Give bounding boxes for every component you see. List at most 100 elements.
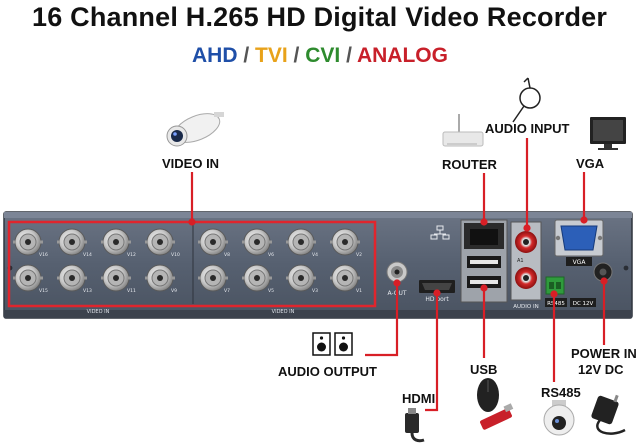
dot-video-in bbox=[188, 218, 196, 226]
bnc-channel-label: V16 bbox=[39, 252, 48, 258]
router-icon bbox=[442, 114, 484, 147]
bnc-nub bbox=[101, 276, 104, 280]
hdmi-cable-tip bbox=[408, 408, 416, 414]
usb-drive-tip bbox=[503, 403, 514, 413]
bnc-pin bbox=[69, 275, 75, 281]
callout-power-spec: 12V DC bbox=[578, 362, 624, 377]
bnc-connector: V8 bbox=[198, 228, 230, 258]
screw-right bbox=[623, 265, 629, 271]
format-tvi: TVI bbox=[255, 44, 288, 67]
bnc-connector: V4 bbox=[286, 228, 318, 258]
format-sep-2: / bbox=[287, 44, 306, 67]
speaker-right-tweeter bbox=[341, 336, 346, 340]
bnc-connector: V10 bbox=[145, 228, 180, 258]
bnc-nub bbox=[172, 240, 175, 244]
audio-in-ports bbox=[510, 221, 542, 301]
bnc-channel-label: V6 bbox=[268, 252, 274, 258]
bnc-nub bbox=[145, 240, 148, 244]
bnc-nub bbox=[286, 276, 289, 280]
panel-label-a1: A1 bbox=[517, 258, 524, 264]
bnc-connector: V14 bbox=[57, 228, 92, 258]
monitor-display bbox=[593, 120, 623, 141]
dc12v-label-plate bbox=[570, 298, 596, 307]
bnc-nub bbox=[242, 240, 245, 244]
bnc-nub bbox=[172, 276, 175, 280]
panel-label-vga: VGA bbox=[573, 259, 587, 266]
bnc-connector: V3 bbox=[286, 264, 318, 294]
bnc-nub bbox=[269, 276, 272, 280]
speaker-icon bbox=[312, 332, 353, 356]
camera-lens-glass bbox=[171, 130, 183, 142]
panel-label-video-in-left: VIDEO IN bbox=[87, 309, 110, 315]
format-line: AHD / TVI / CVI / ANALOG bbox=[0, 44, 640, 68]
bnc-connector: V2 bbox=[330, 228, 362, 258]
usb-mouse-icon bbox=[477, 378, 499, 412]
bnc-pin bbox=[25, 275, 31, 281]
ptz-lens bbox=[552, 416, 566, 430]
microphone-tip bbox=[523, 77, 529, 83]
bnc-nub bbox=[13, 240, 16, 244]
ptz-camera-icon bbox=[543, 400, 575, 436]
callout-vga: VGA bbox=[576, 156, 605, 171]
vga-screw-right bbox=[597, 235, 603, 241]
bnc-nub bbox=[357, 240, 360, 244]
bnc-nub bbox=[145, 276, 148, 280]
bnc-nub bbox=[225, 276, 228, 280]
bnc-connector: V13 bbox=[57, 264, 92, 294]
hdmi-slot bbox=[422, 283, 452, 290]
bnc-pin bbox=[210, 239, 216, 245]
bnc-channel-label: V5 bbox=[268, 288, 274, 294]
usb-port-lower-tongue bbox=[470, 280, 498, 284]
format-ahd: AHD bbox=[192, 44, 238, 67]
audio-in-jack-upper-center bbox=[523, 239, 529, 245]
bnc-channel-label: V9 bbox=[171, 288, 177, 294]
bnc-nub bbox=[225, 240, 228, 244]
bnc-connector: V11 bbox=[101, 264, 136, 294]
hdmi-cable-wire bbox=[410, 432, 425, 443]
panel-top-edge bbox=[4, 212, 632, 218]
callout-router: ROUTER bbox=[442, 157, 497, 172]
vga-label-plate bbox=[566, 257, 592, 266]
bnc-channel-label: V12 bbox=[127, 252, 136, 258]
bnc-pin bbox=[113, 239, 119, 245]
monitor-stand bbox=[604, 144, 612, 148]
ptz-mount bbox=[552, 400, 566, 406]
dot-rs485 bbox=[550, 290, 558, 298]
bnc-nub bbox=[242, 276, 245, 280]
dot-vga bbox=[580, 216, 588, 224]
callout-power-in: POWER IN bbox=[571, 346, 637, 361]
speaker-left-cone bbox=[317, 342, 326, 352]
bnc-channel-label: V13 bbox=[83, 288, 92, 294]
callout-usb: USB bbox=[470, 362, 498, 377]
bnc-nub bbox=[40, 240, 43, 244]
bnc-pin bbox=[157, 239, 163, 245]
bnc-channel-label: V8 bbox=[224, 252, 230, 258]
bnc-nub bbox=[286, 240, 289, 244]
bnc-nub bbox=[330, 276, 333, 280]
microphone-icon bbox=[512, 77, 541, 123]
dot-router bbox=[480, 218, 488, 226]
page-title: 16 Channel H.265 HD Digital Video Record… bbox=[32, 2, 608, 32]
monitor-base bbox=[598, 148, 618, 150]
vga-connector bbox=[560, 225, 598, 251]
bnc-channel-label: V2 bbox=[356, 252, 362, 258]
bnc-channel-label: V3 bbox=[312, 288, 318, 294]
bnc-nub bbox=[357, 276, 360, 280]
bnc-connector: V15 bbox=[13, 264, 48, 294]
adapter-prong bbox=[613, 394, 619, 403]
power-adapter-icon bbox=[591, 394, 626, 435]
callout-hdmi: HDMI bbox=[402, 391, 436, 406]
bnc-pin bbox=[69, 239, 75, 245]
dot-usb bbox=[480, 284, 488, 292]
camera-icon bbox=[166, 112, 224, 147]
rs485-pin-a bbox=[549, 282, 554, 289]
usb-port-upper-tongue bbox=[470, 260, 498, 264]
network-icon-left-box bbox=[430, 234, 438, 240]
hdmi-port bbox=[419, 280, 455, 293]
bnc-channel-label: V4 bbox=[312, 252, 318, 258]
bnc-nub bbox=[13, 276, 16, 280]
bnc-channel-label: V10 bbox=[171, 252, 180, 258]
